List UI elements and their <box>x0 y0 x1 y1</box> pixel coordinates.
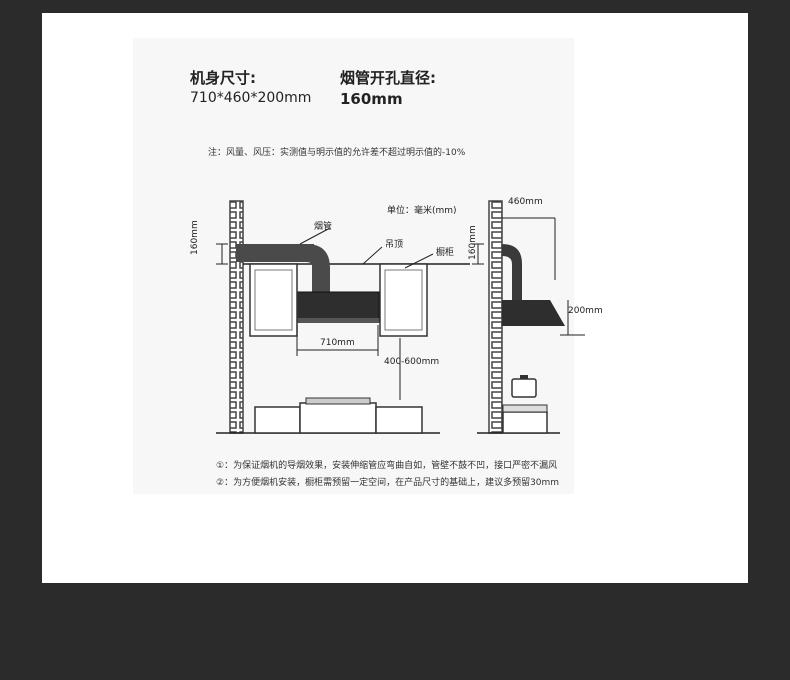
left-cabinet-door <box>254 269 293 331</box>
unit-label: 单位：毫米(mm) <box>387 206 457 216</box>
left-upper-cabinet <box>249 263 298 337</box>
side-wall <box>488 200 503 434</box>
hole-diameter-value: 160mm <box>340 90 403 108</box>
stove-cabinet <box>299 402 377 434</box>
right-upper-cabinet <box>379 263 428 337</box>
cooking-pot <box>511 378 537 398</box>
side-duct <box>502 244 522 300</box>
range-hood-side <box>502 300 565 326</box>
label-duct: 烟管 <box>314 222 333 232</box>
duct-horizontal <box>236 244 314 262</box>
note-2: ②：为方便烟机安装，橱柜需预留一定空间，在产品尺寸的基础上，建议多预留30mm <box>216 478 560 488</box>
right-cabinet-door <box>384 269 423 331</box>
side-stove <box>502 404 548 413</box>
dim-400-600: 400-600mm <box>384 357 440 367</box>
dim-460: 460mm <box>508 197 543 207</box>
label-ceiling: 吊顶 <box>385 240 404 250</box>
side-base-cabinet <box>502 411 548 434</box>
label-cabinet: 橱柜 <box>436 248 455 258</box>
hole-diameter-label: 烟管开孔直径: <box>340 69 436 87</box>
range-hood-front <box>292 291 380 323</box>
right-base-cabinet <box>375 406 423 434</box>
body-size-value: 710*460*200mm <box>190 90 312 106</box>
duct-elbow <box>306 244 330 292</box>
range-hood-front-panel <box>293 318 379 323</box>
dim-710: 710mm <box>320 338 355 348</box>
pot-handle <box>520 375 528 379</box>
note-airflow: 注：风量、风压：实测值与明示值的允许差不超过明示值的-10% <box>208 148 466 158</box>
left-base-cabinet <box>254 406 301 434</box>
dim-160-side: 160mm <box>468 225 478 260</box>
gas-stove <box>305 397 371 405</box>
body-size-label: 机身尺寸: <box>190 69 256 87</box>
dim-160-front: 160mm <box>190 220 200 255</box>
front-wall <box>229 200 244 434</box>
note-1: ①：为保证烟机的导烟效果，安装伸缩管应弯曲自如，管壁不鼓不凹，接口严密不漏风 <box>216 461 558 471</box>
dim-200: 200mm <box>568 306 603 316</box>
